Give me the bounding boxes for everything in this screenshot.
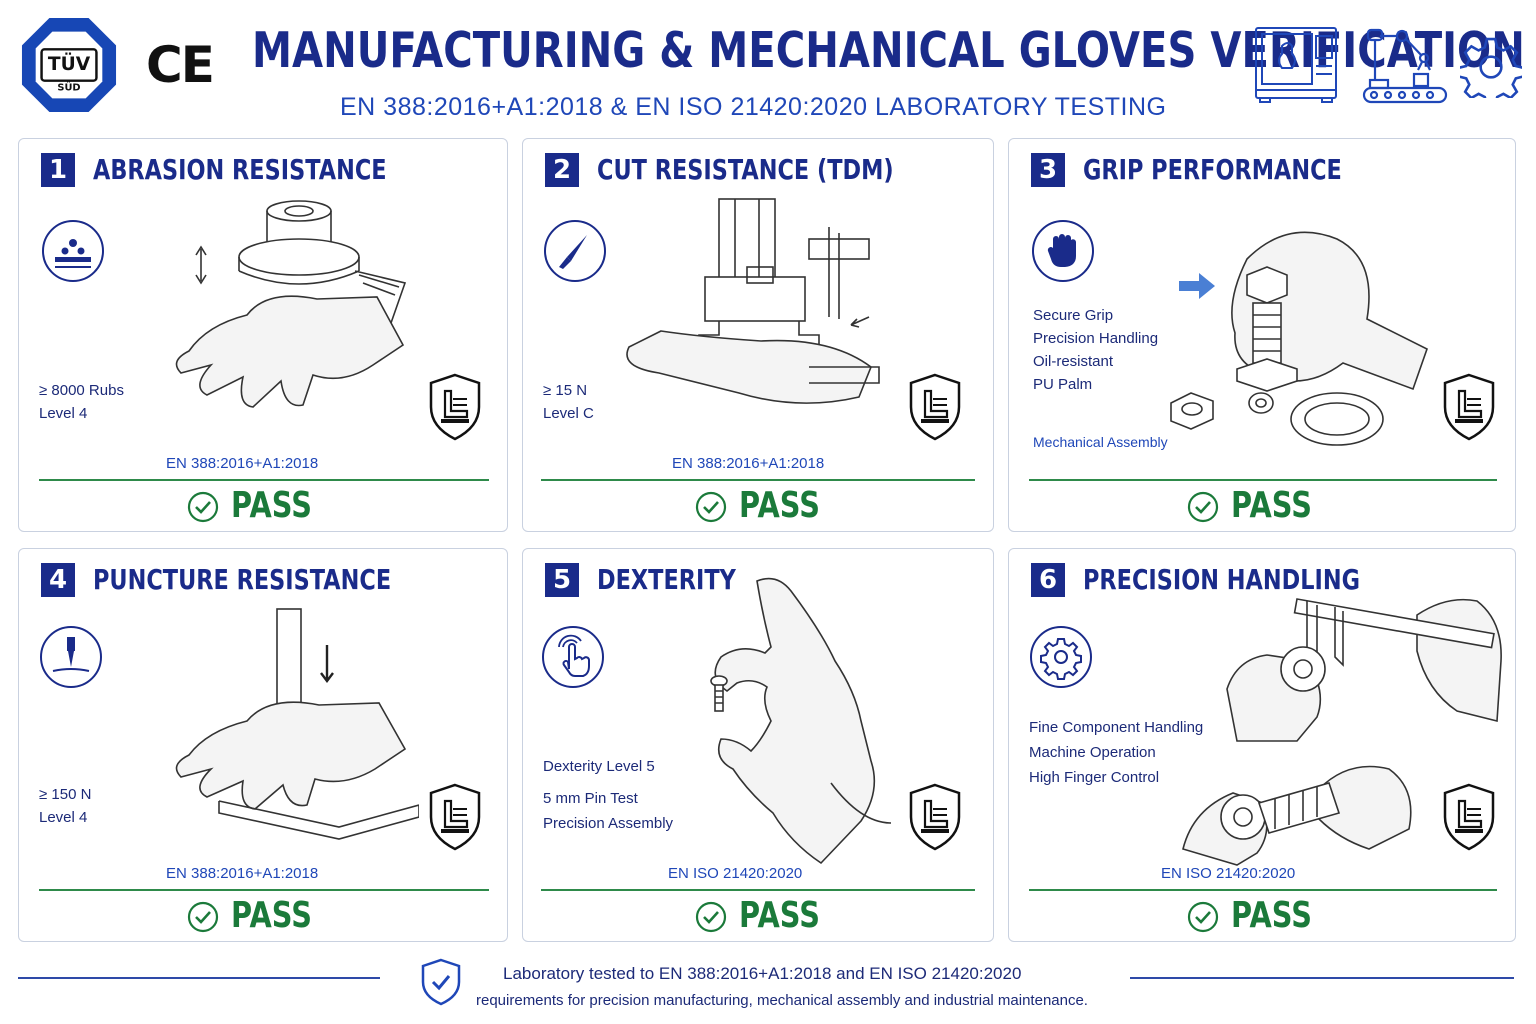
shield-check-icon	[421, 958, 461, 1006]
cnc-machine-icon	[1255, 27, 1337, 103]
card-cut-resistance: 2 CUT RESISTANCE (TDM) ≥ 15 N Level C EN…	[522, 138, 994, 532]
footer-divider-left	[18, 977, 380, 979]
check-circle-icon	[695, 491, 727, 523]
logo-text-bottom: SÜD	[57, 79, 80, 93]
pass-result: PASS	[739, 485, 820, 526]
spec-item: Precision Assembly	[543, 815, 674, 832]
page-subtitle: EN 388:2016+A1:2018 & EN ISO 21420:2020 …	[340, 93, 1167, 121]
footer-requirements: requirements for precision manufacturing…	[476, 992, 1088, 1009]
footer-statement: Laboratory tested to EN 388:2016+A1:2018…	[503, 964, 1022, 983]
pass-result: PASS	[1231, 895, 1312, 936]
spec-item: Level C	[543, 405, 594, 422]
card-number: 1	[41, 153, 75, 187]
spec-item: Level 4	[39, 809, 88, 826]
mechanical-hazard-shield-icon	[1443, 373, 1495, 441]
spec-list: ≥ 8000 Rubs Level 4	[39, 379, 124, 425]
card-puncture-resistance: 4 PUNCTURE RESISTANCE ≥ 150 N Level 4 EN…	[18, 548, 508, 942]
card-number: 3	[1031, 153, 1065, 187]
standard-label: EN ISO 21420:2020	[1161, 865, 1296, 882]
check-circle-icon	[695, 901, 727, 933]
card-title: DEXTERITY	[597, 563, 736, 596]
divider	[39, 479, 489, 481]
robot-arm-conveyor-icon	[1362, 28, 1448, 104]
needle-icon	[40, 626, 102, 688]
standard-label: EN 388:2016+A1:2018	[672, 455, 825, 472]
gear-assembly-hands-illustration	[1182, 765, 1412, 866]
feature-item: Secure Grip	[1033, 307, 1114, 324]
card-precision-handling: 6 PRECISION HANDLING Fine Component Hand…	[1008, 548, 1516, 942]
spec-item: Fine Component Handling	[1029, 719, 1204, 736]
pass-result: PASS	[231, 485, 312, 526]
divider	[541, 479, 975, 481]
gear-icon	[1460, 37, 1522, 98]
pass-result: PASS	[739, 895, 820, 936]
feature-item: PU Palm	[1033, 376, 1093, 393]
blade-icon	[544, 220, 606, 282]
arrow-right-icon	[1179, 273, 1215, 299]
divider	[541, 889, 975, 891]
card-title: GRIP PERFORMANCE	[1083, 153, 1342, 186]
ce-mark: CE	[146, 36, 215, 94]
check-circle-icon	[187, 901, 219, 933]
spec-item: Level 4	[39, 405, 88, 422]
card-grip-performance: 3 GRIP PERFORMANCE Secure Grip Precision…	[1008, 138, 1516, 532]
page-title: MANUFACTURING & MECHANICAL GLOVES VERIFI…	[252, 22, 1525, 79]
spec-item: Dexterity Level 5	[543, 758, 655, 775]
spec-item: Machine Operation	[1029, 744, 1156, 761]
spec-item: ≥ 15 N	[543, 382, 588, 399]
card-dexterity: 5 DEXTERITY Dexterity Level 5 5 mm Pin T…	[522, 548, 994, 942]
footer-divider-right	[1130, 977, 1514, 979]
card-number: 5	[545, 563, 579, 597]
check-circle-icon	[1187, 491, 1219, 523]
check-circle-icon	[187, 491, 219, 523]
gear-icon	[1030, 626, 1092, 688]
pass-result: PASS	[231, 895, 312, 936]
card-title: ABRASION RESISTANCE	[93, 153, 387, 186]
mechanical-hazard-shield-icon	[909, 783, 961, 851]
spec-item: High Finger Control	[1029, 769, 1160, 786]
spec-item: ≥ 150 N	[39, 786, 92, 803]
card-number: 4	[41, 563, 75, 597]
abrasion-icon	[42, 220, 104, 282]
spec-list: Fine Component Handling Machine Operatio…	[1029, 715, 1203, 790]
spec-item: 5 mm Pin Test	[543, 790, 638, 807]
martindale-abrasion-illustration	[175, 200, 407, 408]
card-title: PRECISION HANDLING	[1083, 563, 1360, 596]
glove-bolt-nut-illustration	[1170, 231, 1428, 446]
feature-item: Precision Handling	[1033, 330, 1159, 347]
divider	[1029, 889, 1497, 891]
divider	[1029, 479, 1497, 481]
spec-list: ≥ 15 N Level C	[543, 379, 594, 425]
divider	[39, 889, 489, 891]
tdm-cut-tester-illustration	[626, 198, 880, 404]
mechanical-hazard-shield-icon	[909, 373, 961, 441]
pass-result: PASS	[1231, 485, 1312, 526]
mechanical-hazard-shield-icon	[429, 373, 481, 441]
pin-pinch-glove-illustration	[710, 577, 892, 865]
mechanical-hazard-shield-icon	[429, 783, 481, 851]
caliper-gear-illustration	[1226, 598, 1502, 742]
spec-list: Dexterity Level 5 5 mm Pin Test Precisio…	[543, 751, 673, 840]
card-number: 6	[1031, 563, 1065, 597]
touch-finger-icon	[542, 626, 604, 688]
card-title: PUNCTURE RESISTANCE	[93, 563, 392, 596]
assembly-note: Mechanical Assembly	[1033, 434, 1168, 450]
tuv-sud-logo: TÜV SÜD	[21, 17, 117, 113]
spec-list: ≥ 150 N Level 4	[39, 783, 91, 829]
card-abrasion: 1 ABRASION RESISTANCE ≥ 8000 Rubs Level …	[18, 138, 508, 532]
fist-icon	[1032, 220, 1094, 282]
puncture-probe-illustration	[175, 608, 419, 840]
mechanical-hazard-shield-icon	[1443, 783, 1495, 851]
feature-item: Oil-resistant	[1033, 353, 1114, 370]
spec-item: ≥ 8000 Rubs	[39, 382, 124, 399]
check-circle-icon	[1187, 901, 1219, 933]
standard-label: EN 388:2016+A1:2018	[166, 865, 319, 882]
feature-list: Secure Grip Precision Handling Oil-resis…	[1033, 304, 1158, 396]
standard-label: EN 388:2016+A1:2018	[166, 455, 319, 472]
standard-label: EN ISO 21420:2020	[668, 865, 803, 882]
logo-text-top: TÜV	[48, 51, 91, 75]
card-number: 2	[545, 153, 579, 187]
card-title: CUT RESISTANCE (TDM)	[597, 153, 894, 186]
